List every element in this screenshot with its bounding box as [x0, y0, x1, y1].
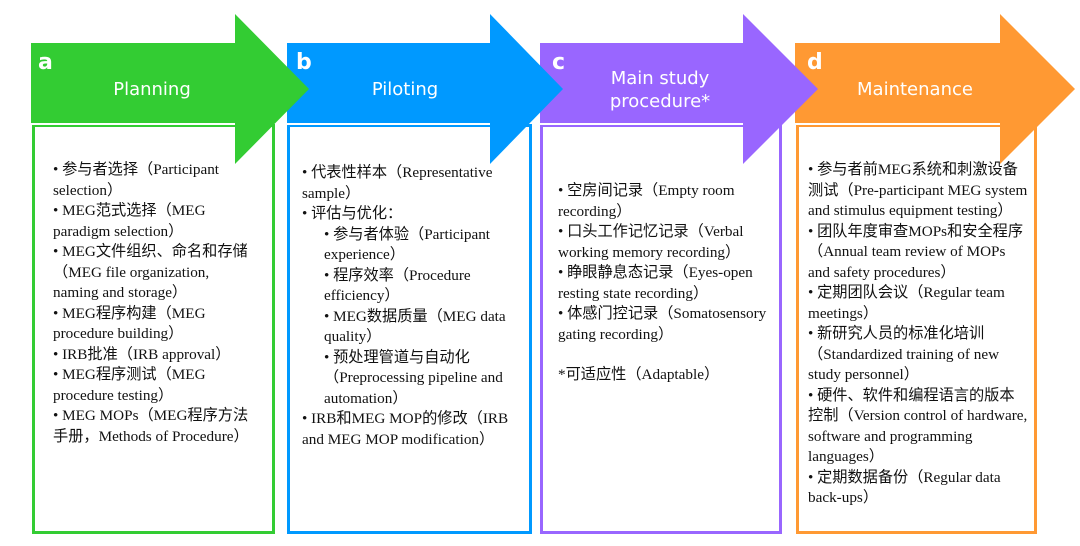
- list-item: • IRB和MEG MOP的修改（IRB and MEG MOP modific…: [302, 410, 509, 448]
- list-item: • MEG程序测试（MEG procedure testing）: [53, 366, 206, 404]
- piloting-list: • 代表性样本（Representative sample） • 评估与优化： …: [302, 163, 522, 450]
- list-item: • 口头工作记忆记录（Verbal working memory recordi…: [558, 223, 744, 261]
- stage-title-main-study-line2: procedure*: [609, 91, 711, 112]
- stage-letter-d: d: [807, 50, 823, 75]
- stage-letter-c: c: [552, 50, 566, 75]
- stage-title-main-study: Main study procedure*: [590, 67, 730, 113]
- main-study-panel: [540, 124, 782, 534]
- evaluation-sublist: • 参与者体验（Participant experience） • 程序效率（P…: [302, 225, 522, 410]
- list-item: • 空房间记录（Empty room recording）: [558, 182, 735, 220]
- list-item: • 参与者前MEG系统和刺激设备测试（Pre-participant MEG s…: [808, 161, 1028, 219]
- list-item: • 团队年度审查MOPs和安全程序（Annual team review of …: [808, 222, 1024, 281]
- list-item: • 定期数据备份（Regular data back-ups）: [808, 468, 1001, 507]
- list-item: • MEG程序构建（MEG procedure building）: [53, 304, 206, 343]
- list-item: • 睁眼静息态记录（Eyes-open resting state record…: [558, 264, 753, 302]
- list-item: • 参与者体验（Participant experience）: [324, 225, 491, 264]
- stage-letter-b: b: [296, 50, 312, 75]
- list-item: • 硬件、软件和编程语言的版本控制（Version control of har…: [808, 386, 1028, 466]
- maintenance-panel: [796, 124, 1037, 534]
- list-item: • 预处理管道与自动化（Preprocessing pipeline and a…: [324, 348, 503, 407]
- main-study-list: • 空房间记录（Empty room recording） • 口头工作记忆记录…: [558, 181, 768, 386]
- list-item: • 定期团队会议（Regular team meetings）: [808, 284, 1005, 322]
- stage-title-maintenance: Maintenance: [857, 79, 973, 100]
- list-item: • 评估与优化：: [302, 205, 403, 222]
- stage-title-planning: Planning: [113, 79, 191, 100]
- list-item: • 代表性样本（Representative sample）: [302, 164, 493, 202]
- stage-title-main-study-line1: Main study: [610, 68, 710, 89]
- list-item: • MEG文件组织、命名和存储（MEG file organization, n…: [53, 243, 248, 301]
- list-item: • MEG范式选择（MEG paradigm selection）: [53, 202, 206, 240]
- list-item: • 程序效率（Procedure efficiency）: [324, 266, 471, 305]
- list-item: • MEG MOPs（MEG程序方法手册，Methods of Procedur…: [53, 407, 249, 445]
- stage-title-piloting: Piloting: [371, 79, 439, 100]
- list-item: • 体感门控记录（Somatosensory gating recording）: [558, 305, 767, 343]
- planning-list: • 参与者选择（Participant selection） • MEG范式选择…: [53, 160, 253, 447]
- list-item: • 新研究人员的标准化培训（Standardized training of n…: [808, 325, 1000, 383]
- list-item: • MEG数据质量（MEG data quality）: [324, 307, 506, 346]
- list-item: • IRB批准（IRB approval）: [53, 345, 231, 363]
- planning-panel: [32, 124, 275, 534]
- adaptable-note: *可适应性（Adaptable）: [558, 366, 720, 383]
- stage-letter-a: a: [38, 50, 53, 75]
- maintenance-list: • 参与者前MEG系统和刺激设备测试（Pre-participant MEG s…: [808, 160, 1028, 509]
- list-item: • 参与者选择（Participant selection）: [53, 161, 220, 199]
- piloting-panel: [287, 124, 532, 534]
